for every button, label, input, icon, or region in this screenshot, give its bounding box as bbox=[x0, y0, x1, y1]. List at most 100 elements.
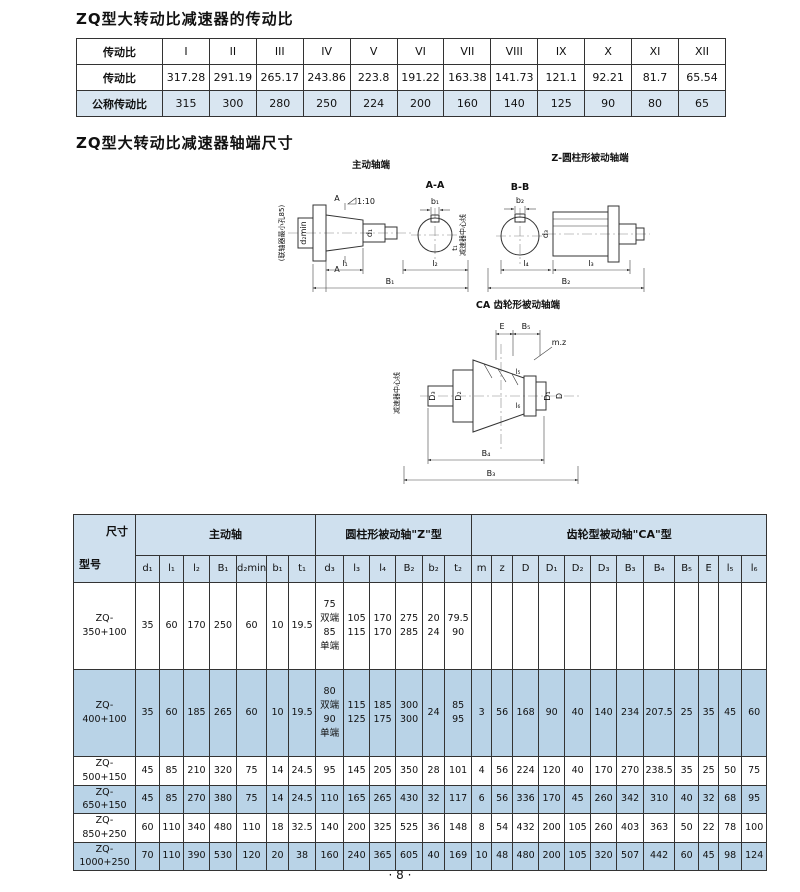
dim-cell: 20 24 bbox=[422, 582, 446, 670]
dim-cell: 32.5 bbox=[287, 813, 317, 843]
d2min-label: d₂min bbox=[299, 221, 308, 244]
dim-cell: 430 bbox=[395, 784, 424, 815]
table-row: ZQ-500+150 45 85 210 320 75 14 24.5 95 1… bbox=[73, 756, 768, 786]
dim-cell: 507 bbox=[616, 841, 645, 872]
dim-cell: 25 bbox=[674, 669, 700, 757]
dim-cell: 8 bbox=[471, 813, 493, 843]
col-header: t₁ bbox=[287, 555, 317, 583]
e-dim-label: E bbox=[499, 322, 504, 331]
ratio-col-header: I bbox=[162, 38, 210, 65]
dim-cell: 224 bbox=[512, 756, 540, 786]
dim-cell: 45 bbox=[564, 784, 592, 815]
dim-cell: 145 bbox=[343, 756, 371, 786]
model-cell: ZQ-650+150 bbox=[73, 784, 136, 815]
ratio-cell: 65.54 bbox=[677, 64, 727, 91]
b1-label: b₁ bbox=[431, 197, 439, 206]
dimension-table: 尺寸 型号 主动轴 圆柱形被动轴"Z"型 齿轮型被动轴"CA"型 d₁ l₁ l… bbox=[73, 514, 768, 872]
dim-cell: 56 bbox=[491, 784, 514, 815]
model-cell: ZQ-850+250 bbox=[73, 813, 136, 843]
dim-cell: 45 bbox=[698, 841, 720, 872]
section-aa-drawing: A-A b₁ t₁ 减速器中心线 bbox=[411, 180, 467, 262]
ratio-row-label: 传动比 bbox=[76, 64, 163, 91]
ratio-col-header: V bbox=[349, 38, 398, 65]
section-a-mark-top: A bbox=[334, 194, 340, 203]
col-header: B₂ bbox=[395, 555, 424, 583]
col-header: l₃ bbox=[343, 555, 371, 583]
col-header: D₃ bbox=[590, 555, 618, 583]
ratio-cell: 265.17 bbox=[255, 64, 304, 91]
corner-model-label: 型号 bbox=[79, 558, 101, 572]
dim-cell: 270 bbox=[183, 784, 210, 815]
table-row: d₁ l₁ l₂ B₁ d₂min b₁ t₁ d₃ l₃ l₄ B₂ b₂ t… bbox=[74, 555, 768, 583]
dim-cell: 265 bbox=[209, 669, 237, 757]
col-header: D bbox=[512, 555, 540, 583]
dim-cell: 115 125 bbox=[343, 669, 371, 757]
dim-cell: 75 bbox=[236, 784, 267, 815]
col-header: d₃ bbox=[315, 555, 345, 583]
dim-cell: 110 bbox=[315, 784, 345, 815]
dim-cell: 185 175 bbox=[369, 669, 397, 757]
b4-dim-label: B₄ bbox=[482, 449, 491, 458]
centerline-label-2: 减速器中心线 bbox=[392, 372, 401, 414]
ratio-cell: 90 bbox=[584, 90, 633, 117]
corner-cell: 尺寸 型号 bbox=[73, 514, 136, 583]
ratio-cell: 80 bbox=[631, 90, 679, 117]
dim-cell: 75 bbox=[741, 756, 768, 786]
dim-cell: 70 bbox=[135, 841, 160, 872]
dim-cell: 56 bbox=[491, 669, 514, 757]
corner-size-label: 尺寸 bbox=[106, 525, 128, 538]
b3-dim-label: B₃ bbox=[487, 469, 496, 478]
dim-cell: 32 bbox=[698, 784, 720, 815]
model-cell: ZQ-1000+250 bbox=[73, 841, 136, 872]
dim-cell: 342 bbox=[616, 784, 645, 815]
dim-cell: 260 bbox=[590, 813, 618, 843]
dim-cell: 95 bbox=[741, 784, 768, 815]
dim-cell: 75 bbox=[236, 756, 267, 786]
ratio-cell: 280 bbox=[255, 90, 304, 117]
dim-cell: 60 bbox=[674, 841, 700, 872]
dim-cell: 45 bbox=[135, 756, 160, 786]
dim-cell bbox=[471, 582, 493, 670]
dim-cell: 120 bbox=[538, 756, 566, 786]
col-header: E bbox=[698, 555, 720, 583]
col-header: t₂ bbox=[444, 555, 473, 583]
ratio-col-header: VII bbox=[443, 38, 492, 65]
dim-cell: 3 bbox=[471, 669, 493, 757]
b1-dim-label: B₁ bbox=[386, 277, 395, 286]
dim-cell: 260 bbox=[590, 784, 618, 815]
dim-cell: 95 bbox=[315, 756, 345, 786]
b2-dim-label: B₂ bbox=[562, 277, 571, 286]
table-row: 公称传动比 315 300 280 250 224 200 160 140 12… bbox=[76, 90, 727, 117]
ratio-cell: 65 bbox=[677, 90, 727, 117]
dim-cell: 36 bbox=[422, 813, 446, 843]
dim-cell: 56 bbox=[491, 756, 514, 786]
dim-cell bbox=[698, 582, 720, 670]
l6-dim-label: l₆ bbox=[516, 402, 521, 410]
dim-cell: 85 bbox=[159, 756, 184, 786]
dim-cell: 98 bbox=[718, 841, 743, 872]
dim-cell: 60 bbox=[159, 669, 184, 757]
ratio-cell: 223.8 bbox=[349, 64, 398, 91]
dim-cell: 45 bbox=[135, 784, 160, 815]
dim-cell: 14 bbox=[266, 784, 289, 815]
dim-cell: 110 bbox=[236, 813, 267, 843]
dim-cell: 4 bbox=[471, 756, 493, 786]
table-row: ZQ-650+150 45 85 270 380 75 14 24.5 110 … bbox=[73, 784, 768, 815]
dim-cell: 170 bbox=[590, 756, 618, 786]
dim-cell: 60 bbox=[135, 813, 160, 843]
dim-cell: 165 bbox=[343, 784, 371, 815]
ratio-col-header: IV bbox=[302, 38, 351, 65]
dim-cell: 90 bbox=[538, 669, 566, 757]
shaft-end-diagrams: 主动轴端 A A 1:10 d₁ d₂min (联轴器最小孔85) A-A bbox=[268, 148, 683, 508]
ratio-col-header: VIII bbox=[490, 38, 539, 65]
col-header: B₄ bbox=[643, 555, 676, 583]
dim-cell: 19.5 bbox=[287, 582, 317, 670]
dim-cell: 22 bbox=[698, 813, 720, 843]
ratio-col-header: X bbox=[584, 38, 633, 65]
model-cell: ZQ-400+100 bbox=[73, 669, 136, 757]
dim-cell: 140 bbox=[590, 669, 618, 757]
dim-cell: 300 300 bbox=[395, 669, 424, 757]
section-a-mark-bottom: A bbox=[334, 265, 340, 274]
dim-cell: 101 bbox=[444, 756, 473, 786]
dim-cell: 75 双端 85 单端 bbox=[315, 582, 345, 670]
